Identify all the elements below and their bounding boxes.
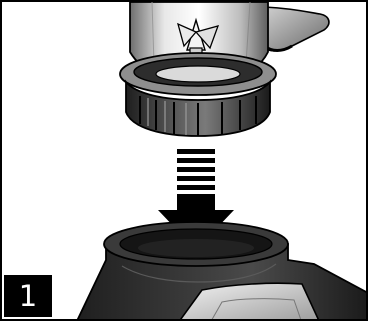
- jar-handle: [264, 7, 329, 51]
- locking-collar: [120, 53, 276, 136]
- step-number-badge: 1: [4, 275, 52, 317]
- step-number: 1: [19, 279, 37, 313]
